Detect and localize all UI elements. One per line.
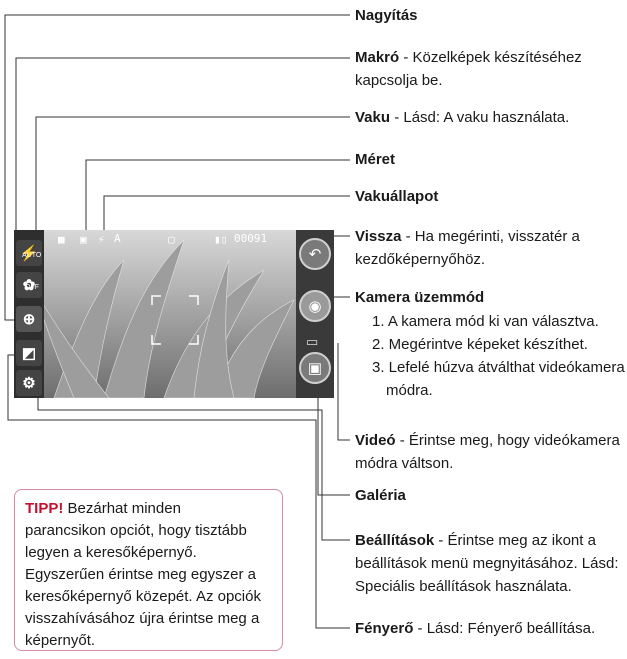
video-icon[interactable]: ▭: [306, 334, 318, 350]
flash-auto-text: AUTO: [22, 252, 41, 259]
camera-viewfinder[interactable]: [14, 230, 334, 398]
status-bar: ■ ▣ ⚡ A ▢ ▮▯ 00091: [58, 232, 293, 248]
label-vaku: Vaku - Lásd: A vaku használata.: [355, 106, 569, 129]
tip-box: TIPP! Bezárhat minden parancsikon opciót…: [14, 489, 283, 651]
back-icon[interactable]: ↶: [299, 238, 331, 270]
label-meret: Méret: [355, 148, 395, 171]
label-nagyitas: Nagyítás: [355, 4, 418, 27]
label-galeria: Galéria: [355, 484, 406, 507]
label-vakuallapot: Vakuállapot: [355, 185, 438, 208]
right-toolbar: ↶ ◉ ▭ ▣: [296, 230, 334, 398]
label-fenyero: Fényerő - Lásd: Fényerő beállítása.: [355, 617, 595, 640]
gallery-icon[interactable]: ▣: [299, 352, 331, 384]
flash-status-icon: ⚡: [98, 233, 105, 246]
kamera-list: 1. A kamera mód ki van választva. 2. Meg…: [372, 310, 625, 402]
camera-mode-status-icon: ■: [58, 233, 65, 246]
label-kamera: Kamera üzemmód: [355, 286, 484, 309]
macro-off-text: OFF: [25, 284, 39, 291]
size-status-icon: ▣: [80, 233, 87, 246]
grass-photo: [14, 230, 334, 398]
battery-icon: ▮▯: [214, 233, 227, 246]
status-a: A: [114, 232, 121, 245]
brightness-icon[interactable]: ◩: [16, 340, 42, 366]
settings-icon[interactable]: ⚙: [16, 370, 42, 396]
tip-title: TIPP!: [25, 500, 63, 517]
camera-icon[interactable]: ◉: [299, 290, 331, 322]
storage-icon: ▢: [168, 233, 175, 246]
photo-counter: 00091: [234, 232, 267, 245]
zoom-icon[interactable]: ⊕: [16, 306, 42, 332]
